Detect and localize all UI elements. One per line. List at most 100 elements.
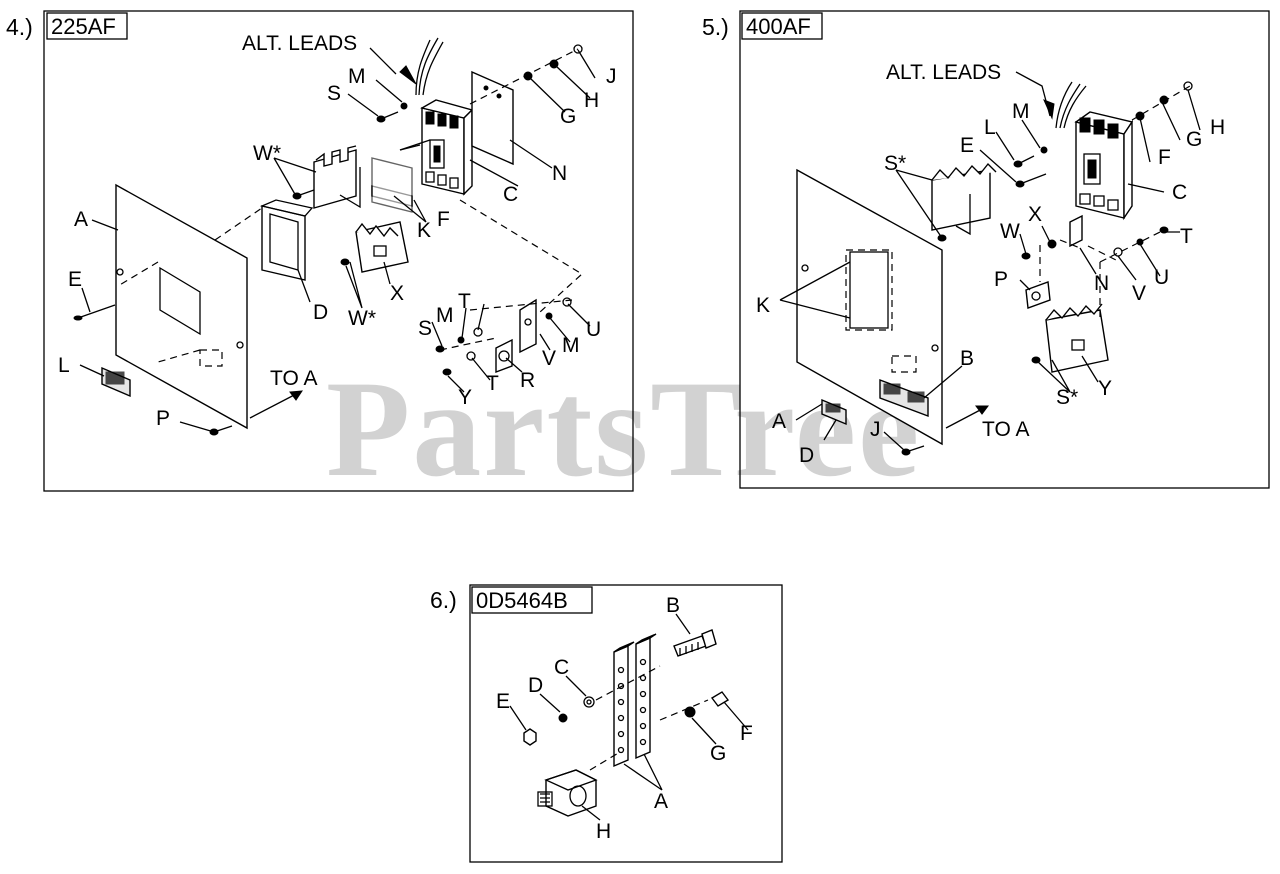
label-t-low: T [486, 372, 499, 395]
mounting-panel [796, 168, 943, 446]
label-s-low: S [418, 317, 432, 340]
panel-frame [43, 10, 634, 492]
label-c: C [503, 183, 518, 206]
terminal-shield-lower [355, 221, 409, 273]
label-a: A [772, 410, 786, 433]
label-p: P [994, 268, 1008, 291]
terminal-block-d [821, 398, 847, 426]
label-x: X [1028, 203, 1042, 226]
label-a: A [654, 790, 668, 813]
label-g: G [1186, 128, 1202, 151]
terminal-shield-upper [931, 162, 997, 236]
label-v: V [542, 347, 556, 370]
panel-225af: 4.) 225AF [6, 10, 634, 492]
alt-leads-wires [1055, 81, 1087, 129]
label-alt-leads: ALT. LEADS [886, 61, 1001, 84]
label-m: M [1012, 100, 1030, 123]
label-g: G [560, 105, 576, 128]
label-u: U [1154, 266, 1169, 289]
label-f: F [1158, 146, 1171, 169]
insulator-k-2 [371, 157, 413, 213]
label-n: N [552, 162, 567, 185]
label-s-bottom: S* [1056, 386, 1078, 409]
mounting-panel [115, 183, 248, 430]
label-e: E [960, 134, 974, 157]
label-j: J [870, 418, 881, 441]
label-s: S [327, 82, 341, 105]
label-l: L [58, 354, 70, 377]
label-e: E [68, 268, 82, 291]
cover-plate-n [471, 70, 514, 166]
panel-code: 225AF [51, 14, 116, 39]
lug-assembly [495, 298, 537, 374]
label-j: J [606, 65, 617, 88]
label-u: U [586, 318, 601, 341]
terminal-shield-lower [1045, 303, 1109, 373]
label-w-top: W* [253, 142, 281, 165]
panel-number: 4.) [6, 14, 33, 40]
label-k: K [417, 219, 431, 242]
label-e: E [496, 690, 510, 713]
label-l: L [984, 116, 996, 139]
label-g: G [710, 742, 726, 765]
label-m-right: M [562, 334, 580, 357]
label-m: M [348, 65, 366, 88]
hardware-set [523, 691, 730, 746]
bezel-d [259, 199, 314, 281]
label-k: K [756, 294, 770, 317]
label-alt-leads: ALT. LEADS [242, 32, 357, 55]
panel-code: 400AF [746, 14, 811, 39]
label-d: D [799, 444, 814, 467]
alt-leads-wires [415, 37, 444, 96]
lug-bracket-n [1069, 214, 1083, 248]
panel-0d5464b: 6.) 0D5464B [430, 584, 783, 863]
label-r: R [520, 369, 535, 392]
circuit-breaker [420, 99, 474, 196]
label-c: C [1172, 181, 1187, 204]
screw-set [901, 81, 1193, 456]
label-s-top: S* [884, 152, 906, 175]
label-a: A [74, 208, 88, 231]
label-d: D [313, 301, 328, 324]
label-b: B [960, 347, 974, 370]
label-t: T [1180, 225, 1193, 248]
terminal-block-l [101, 366, 131, 398]
label-x: X [390, 282, 404, 305]
label-h: H [584, 89, 599, 112]
panel-frame [469, 584, 783, 863]
label-w: W [1000, 220, 1020, 243]
label-to-a: TO A [270, 367, 317, 390]
label-y: Y [1098, 377, 1112, 400]
label-v: V [1132, 282, 1146, 305]
watermark: PartsTree [326, 352, 922, 505]
label-h: H [596, 820, 611, 843]
circuit-breaker [1074, 111, 1134, 221]
label-p: P [156, 407, 170, 430]
panel-number: 6.) [430, 587, 457, 613]
panel-code-box [471, 586, 593, 614]
label-f: F [740, 722, 753, 745]
panel-cutout [159, 266, 201, 336]
panel-code: 0D5464B [476, 588, 568, 613]
panel-code-box [46, 12, 128, 40]
label-to-a: TO A [982, 418, 1029, 441]
panel-400af: 5.) 400AF [702, 10, 1270, 489]
panel-frame [739, 10, 1270, 489]
lug-h [537, 769, 598, 817]
label-t-top: T [458, 290, 471, 313]
panel-opening [849, 251, 889, 329]
label-d: D [528, 674, 543, 697]
terminal-block-b [879, 378, 929, 418]
label-h: H [1210, 116, 1225, 139]
connector-p [1025, 281, 1051, 309]
label-m-low: M [436, 304, 454, 327]
label-y: Y [458, 386, 472, 409]
label-n: N [1094, 272, 1109, 295]
panel-code-box [741, 12, 823, 40]
bolt-b [673, 629, 717, 657]
label-c: C [554, 656, 569, 679]
panel-number: 5.) [702, 14, 729, 40]
terminal-shield-upper [313, 145, 361, 209]
label-b: B [666, 594, 680, 617]
